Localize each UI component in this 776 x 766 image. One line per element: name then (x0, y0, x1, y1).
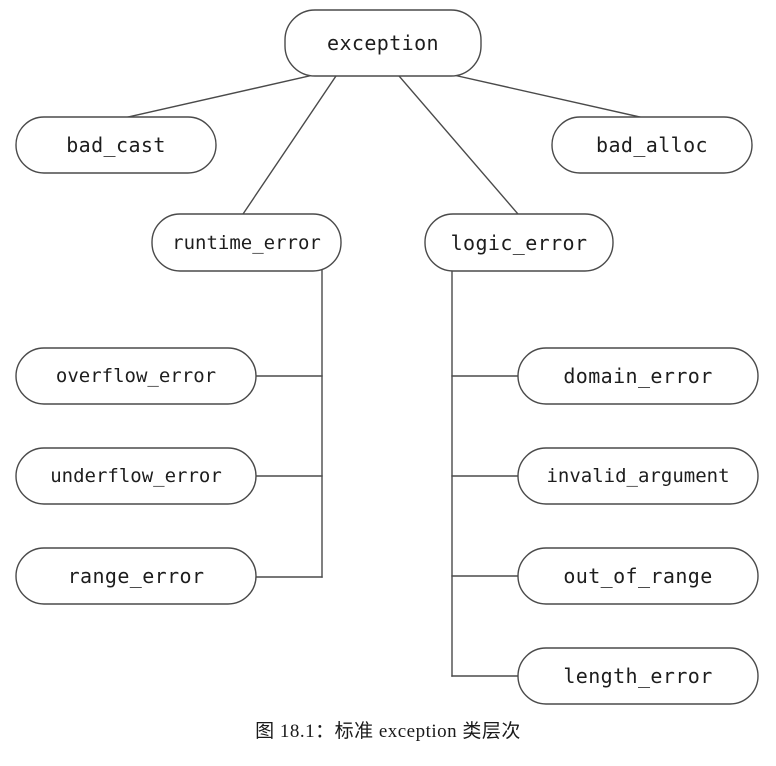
node-shape-domain-error[interactable] (517, 347, 759, 405)
node-shape-underflow-error[interactable] (15, 447, 257, 505)
node-shape-bad-alloc[interactable] (551, 116, 753, 174)
node-shape-out-of-range[interactable] (517, 547, 759, 605)
edge-exception-runtime-error (242, 75, 337, 215)
edge-exception-bad-cast (127, 73, 319, 118)
node-label-bad-cast[interactable]: bad_cast (66, 133, 166, 157)
node-shape-range-error[interactable] (15, 547, 257, 605)
node-label-runtime-error[interactable]: runtime_error (172, 231, 321, 254)
edge-exception-logic-error (398, 75, 519, 215)
figure-caption: 图 18.1：标准 exception 类层次 (255, 721, 521, 742)
node-shape-exception[interactable] (284, 9, 482, 77)
node-label-underflow-error[interactable]: underflow_error (50, 465, 222, 487)
edge-exception-bad-alloc (448, 73, 641, 118)
node-shape-length-error[interactable] (517, 647, 759, 705)
node-shape-logic-error[interactable] (424, 213, 614, 272)
node-shape-runtime-error[interactable] (151, 213, 342, 272)
node-label-out-of-range[interactable]: out_of_range (563, 564, 713, 588)
node-shape-bad-cast[interactable] (15, 116, 217, 174)
edge-group (127, 73, 641, 677)
node-label-overflow-error[interactable]: overflow_error (55, 365, 217, 387)
node-label-logic-error[interactable]: logic_error (450, 230, 588, 255)
node-label-range-error[interactable]: range_error (67, 564, 205, 588)
node-label-domain-error[interactable]: domain_error (563, 364, 713, 388)
node-label-exception[interactable]: exception (327, 31, 439, 55)
node-shape-group (15, 9, 759, 705)
node-shape-overflow-error[interactable] (15, 347, 257, 405)
node-label-length-error[interactable]: length_error (563, 664, 713, 688)
node-label-invalid-argument[interactable]: invalid_argument (546, 465, 730, 487)
node-shape-invalid-argument[interactable] (517, 447, 759, 505)
node-label-bad-alloc[interactable]: bad_alloc (596, 133, 708, 157)
